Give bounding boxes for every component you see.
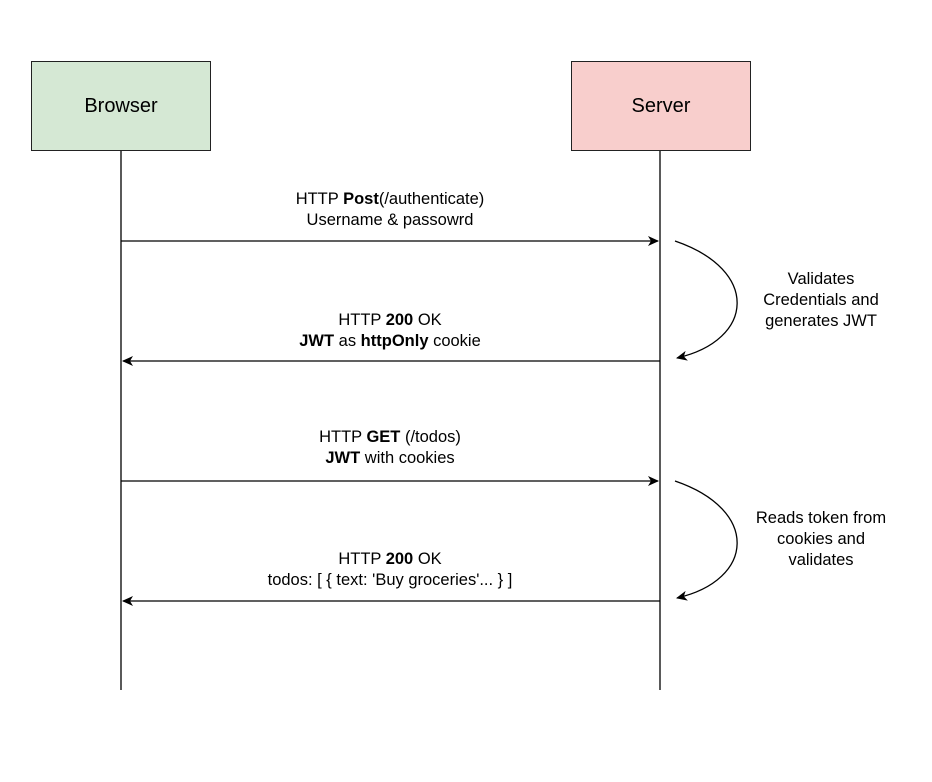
browser-participant-label: Browser bbox=[84, 94, 158, 117]
note-2-line-2: cookies and bbox=[776, 530, 866, 548]
note-2-line-1: Reads token from bbox=[755, 509, 887, 527]
message-2-httponly: httpOnly bbox=[360, 332, 429, 350]
message-3-jwt: JWT bbox=[325, 449, 361, 467]
message-2-cookie: cookie bbox=[428, 332, 481, 350]
message-1-line-1: HTTP Post(/authenticate) bbox=[180, 189, 600, 210]
message-3-path: (/todos) bbox=[400, 428, 461, 446]
message-4-text: HTTP bbox=[338, 550, 386, 568]
processing-curve-arrow-2 bbox=[674, 480, 738, 601]
message-2-jwt: JWT bbox=[299, 332, 335, 350]
message-label-1: HTTP Post(/authenticate) Username & pass… bbox=[180, 189, 600, 231]
processing-note-1: Validates Credentials and generates JWT bbox=[736, 269, 906, 332]
note-2-line-3: validates bbox=[788, 551, 854, 569]
message-4-line-2: todos: [ { text: 'Buy groceries'... } ] bbox=[180, 570, 600, 591]
message-label-4: HTTP 200 OK todos: [ { text: 'Buy grocer… bbox=[180, 549, 600, 591]
note-1-line-2: Credentials and bbox=[763, 291, 879, 309]
message-3-with-cookies: with cookies bbox=[360, 449, 455, 467]
message-3-line-1: HTTP GET (/todos) bbox=[180, 427, 600, 448]
message-3-text: HTTP bbox=[319, 428, 367, 446]
message-3-method: GET bbox=[366, 428, 401, 446]
message-label-3: HTTP GET (/todos) JWT with cookies bbox=[180, 427, 600, 469]
processing-note-2: Reads token from cookies and validates bbox=[736, 508, 906, 571]
server-participant-label: Server bbox=[631, 94, 691, 117]
message-2-line-1: HTTP 200 OK bbox=[180, 310, 600, 331]
message-3-line-2: JWT with cookies bbox=[180, 448, 600, 469]
message-1-path: (/authenticate) bbox=[378, 190, 485, 208]
message-4-status: 200 bbox=[385, 550, 414, 568]
message-1-text: HTTP bbox=[295, 190, 344, 208]
server-participant-box: Server bbox=[571, 61, 751, 151]
message-4-line-1: HTTP 200 OK bbox=[180, 549, 600, 570]
message-1-line-2: Username & passowrd bbox=[180, 210, 600, 231]
message-4-status-text: OK bbox=[413, 550, 442, 568]
message-2-status-text: OK bbox=[413, 311, 442, 329]
message-2-as: as bbox=[334, 332, 361, 350]
message-4-payload: todos: [ { text: 'Buy groceries'... } ] bbox=[267, 571, 513, 589]
message-2-line-2: JWT as httpOnly cookie bbox=[180, 331, 600, 352]
message-2-text: HTTP bbox=[338, 311, 386, 329]
browser-participant-box: Browser bbox=[31, 61, 211, 151]
note-1-line-3: generates JWT bbox=[765, 312, 877, 330]
message-label-2: HTTP 200 OK JWT as httpOnly cookie bbox=[180, 310, 600, 352]
message-1-payload: Username & passowrd bbox=[306, 211, 474, 229]
processing-curve-arrow-1 bbox=[674, 240, 738, 361]
message-2-status: 200 bbox=[385, 311, 414, 329]
message-1-method: Post bbox=[343, 190, 379, 208]
note-1-line-1: Validates bbox=[787, 270, 855, 288]
